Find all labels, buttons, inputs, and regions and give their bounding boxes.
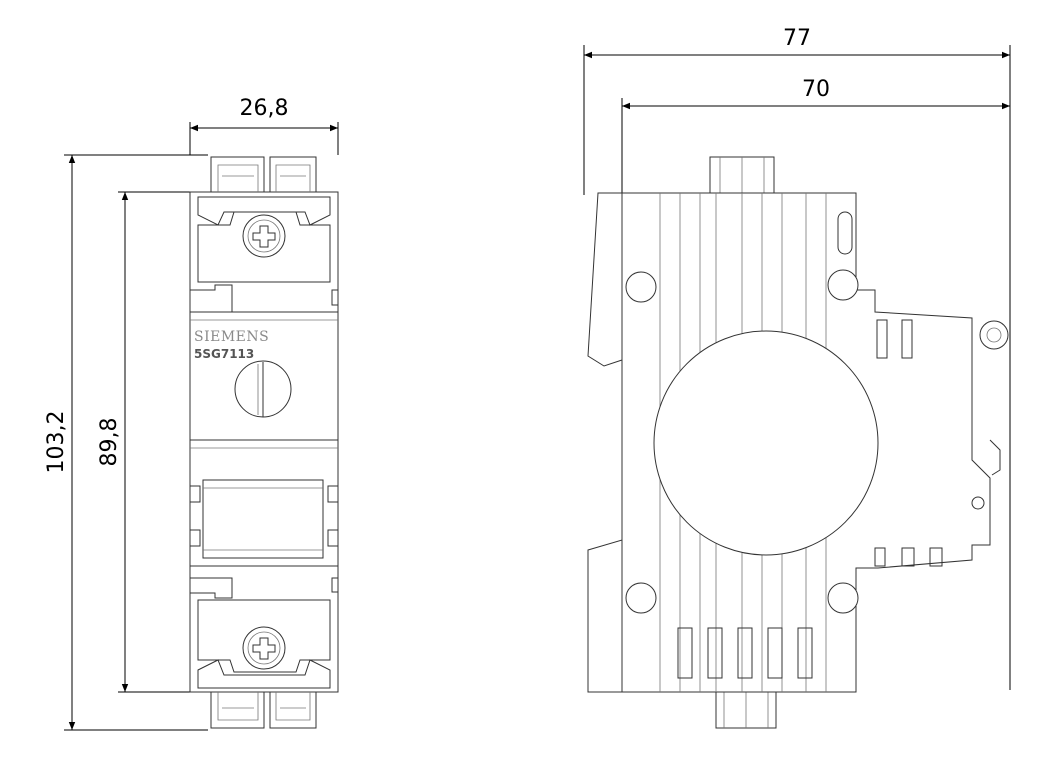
side-view: 77 70 — [583, 26, 1011, 729]
height-body-dimension-label: 89,8 — [97, 418, 122, 467]
front-view: 26,8 103,2 89,8 — [44, 96, 339, 731]
depth-total-dimension-label: 77 — [783, 26, 811, 51]
side-aperture — [653, 330, 879, 556]
side-main-body — [621, 192, 991, 693]
width-dimension: 26,8 — [189, 96, 339, 155]
width-dimension-label: 26,8 — [240, 96, 289, 121]
top-terminal-clips — [210, 156, 317, 192]
side-bottom-clips — [715, 691, 777, 729]
lower-latch — [190, 565, 339, 599]
label-plate: SIEMENS 5SG7113 — [190, 329, 338, 449]
height-total-dimension-label: 103,2 — [44, 411, 69, 474]
bottom-terminal-block — [197, 599, 331, 689]
brand-label: SIEMENS — [194, 329, 269, 345]
height-body-dimension: 89,8 — [97, 191, 195, 693]
depth-body-dimension: 70 — [621, 77, 1010, 195]
upper-latch — [190, 284, 339, 321]
side-mounting-holes — [625, 211, 859, 614]
depth-body-dimension-label: 70 — [802, 77, 830, 102]
side-front-cap-bottom — [587, 539, 623, 693]
fuse-window — [189, 479, 339, 559]
side-right-terminal — [874, 319, 1009, 567]
depth-total-dimension: 77 — [583, 26, 1011, 690]
bottom-terminal-clips — [210, 692, 317, 729]
model-label: 5SG7113 — [194, 347, 254, 361]
side-lower-clip-details — [677, 627, 813, 679]
top-terminal-block — [197, 196, 331, 283]
side-front-cap-top — [587, 192, 623, 367]
side-top-clips — [709, 156, 775, 194]
height-total-dimension: 103,2 — [44, 154, 208, 731]
